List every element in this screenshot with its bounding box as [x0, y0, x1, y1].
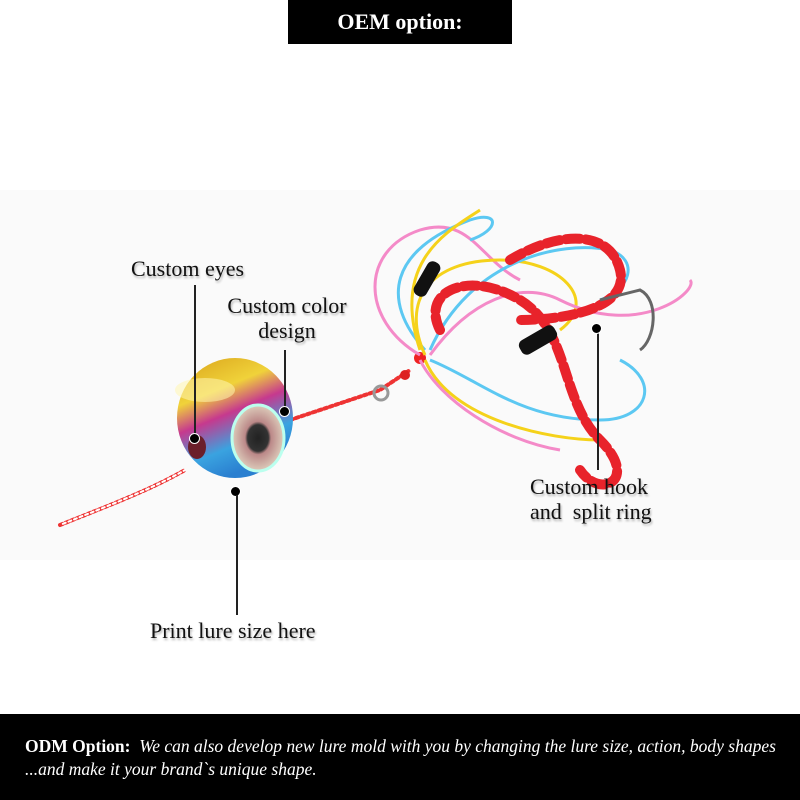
leader-line-hook [597, 330, 599, 470]
leader-line-eyes [194, 285, 196, 437]
leader-line-color [284, 350, 286, 410]
callout-color-line2: design [258, 318, 316, 343]
marker-dot-size [230, 486, 241, 497]
callout-custom-eyes: Custom eyes [131, 256, 245, 281]
callout-custom-color: Custom color design [217, 293, 357, 343]
split-ring [372, 384, 390, 402]
bead [400, 370, 410, 380]
lure-head [175, 358, 293, 478]
odm-label: ODM Option: [25, 736, 131, 756]
callout-color-line1: Custom color [227, 293, 347, 318]
silicone-skirt [373, 208, 693, 452]
callout-hook-line1: Custom hook [530, 474, 648, 499]
callout-hook-line2: and split ring [530, 499, 652, 524]
odm-description: We can also develop new lure mold with y… [25, 736, 776, 779]
braided-cord [58, 368, 412, 527]
callout-custom-hook: Custom hook and split ring [530, 474, 652, 524]
banner-title: OEM option: [337, 9, 463, 34]
lure-eye [230, 403, 286, 473]
hooks [413, 261, 655, 355]
marker-dot-color [279, 406, 290, 417]
bead [414, 352, 426, 364]
leader-line-size [236, 495, 238, 615]
marker-dot-eyes [189, 433, 200, 444]
marker-dot-hook [591, 323, 602, 334]
callout-print-size: Print lure size here [150, 618, 316, 643]
oem-option-banner: OEM option: [288, 0, 512, 44]
red-tentacles [430, 233, 626, 490]
odm-option-banner: ODM Option: We can also develop new lure… [0, 714, 800, 800]
